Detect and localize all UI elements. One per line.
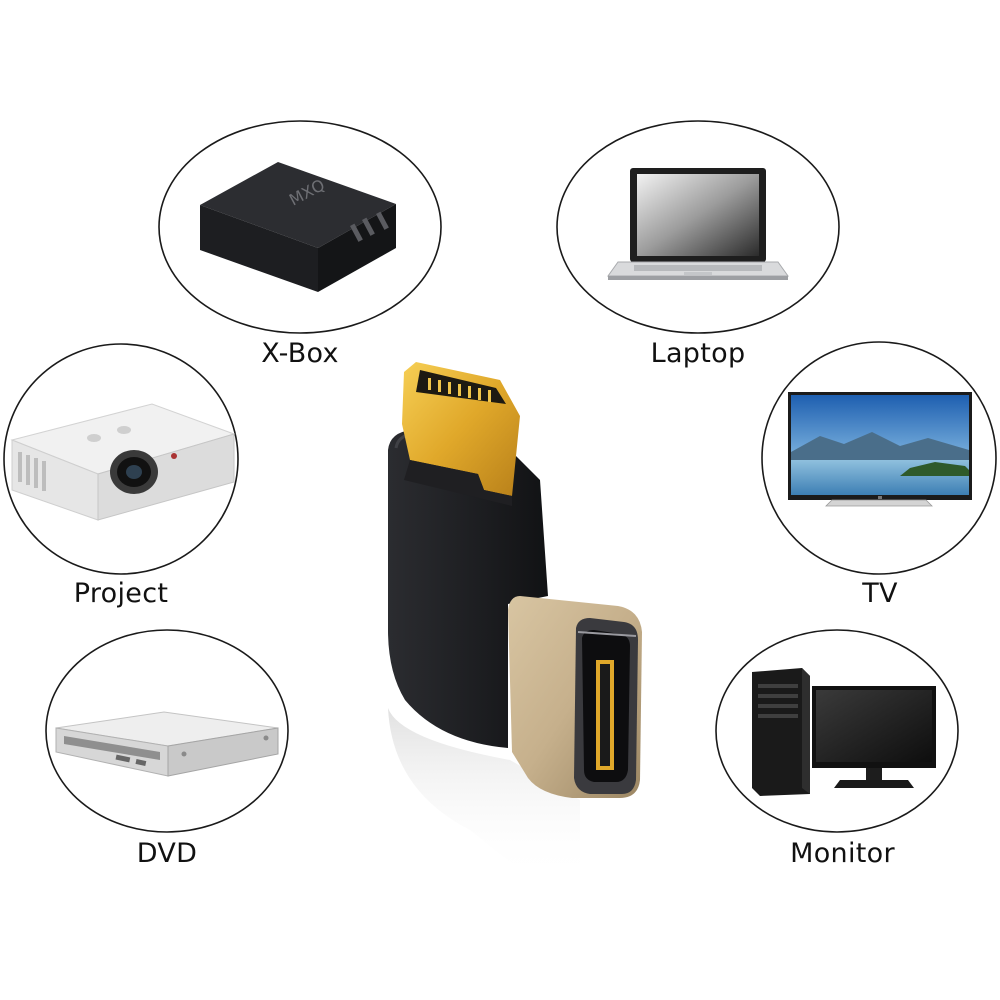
dvd-image [45,629,289,833]
adapter-reflection [388,708,580,880]
xbox-image: MXQ [158,120,442,334]
hdmi-male-plug [402,362,520,506]
dvd-label: DVD [136,838,198,869]
monitor-label: Monitor [790,838,895,869]
monitor-image [715,629,959,833]
tv-label: TV [862,578,898,609]
xbox-label: X-Box [261,338,339,369]
projector-image [3,343,239,575]
device-projector [2,342,240,576]
tv-image [761,341,997,575]
adapter-body [388,430,548,748]
device-laptop [556,120,840,334]
device-xbox: MXQ [158,120,442,334]
laptop-image [556,120,840,334]
device-tv [760,340,998,576]
hdmi-female-port [508,596,642,798]
device-monitor [714,628,960,834]
laptop-label: Laptop [650,338,746,369]
device-dvd [44,628,290,834]
projector-label: Project [73,578,169,609]
